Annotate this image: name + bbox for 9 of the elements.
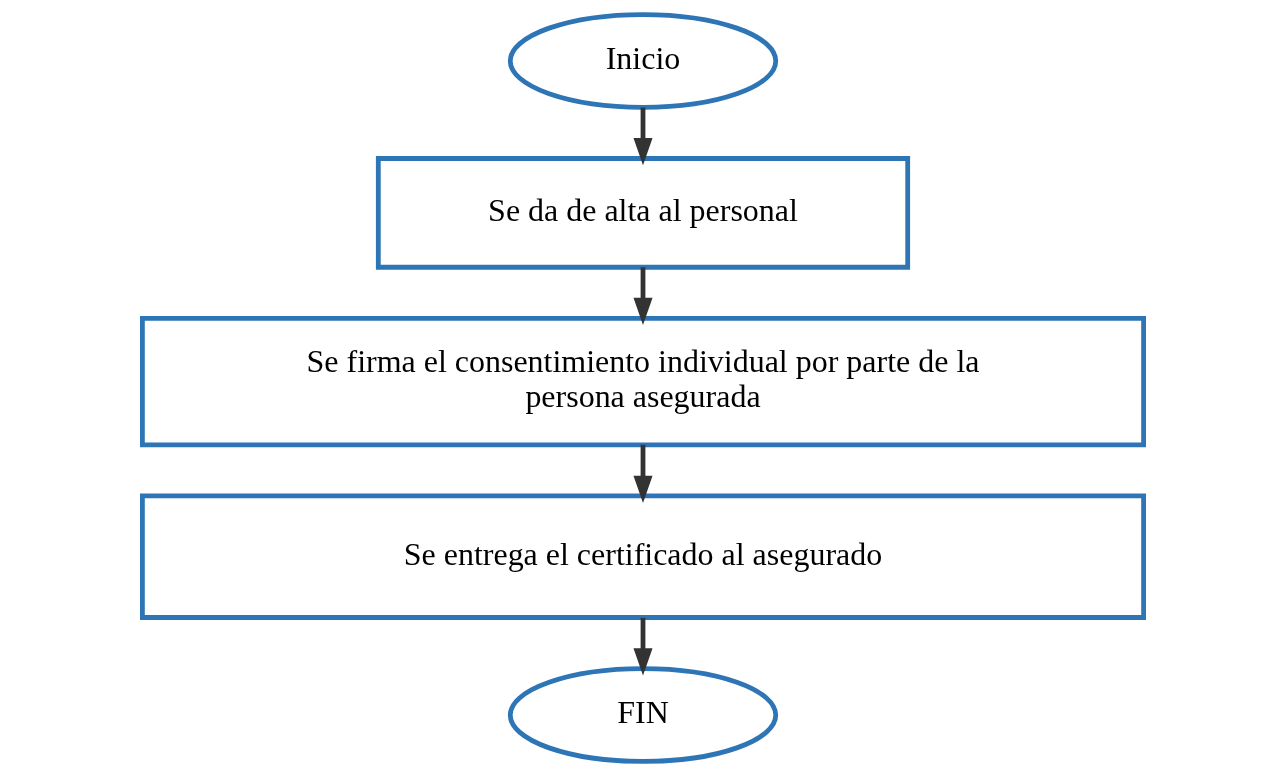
arrow	[633, 444, 653, 503]
node-ellipse: Inicio	[507, 12, 779, 110]
arrow	[633, 267, 653, 326]
arrow	[633, 617, 653, 676]
arrow	[633, 107, 653, 166]
node-box: Se entrega el certificado al asegurado	[140, 493, 1146, 620]
node-box: Se firma el consentimiento individual por parte de la persona asegurada	[140, 316, 1146, 448]
node-box: Se da de alta al personal	[375, 156, 911, 270]
node-ellipse: FIN	[507, 666, 779, 764]
